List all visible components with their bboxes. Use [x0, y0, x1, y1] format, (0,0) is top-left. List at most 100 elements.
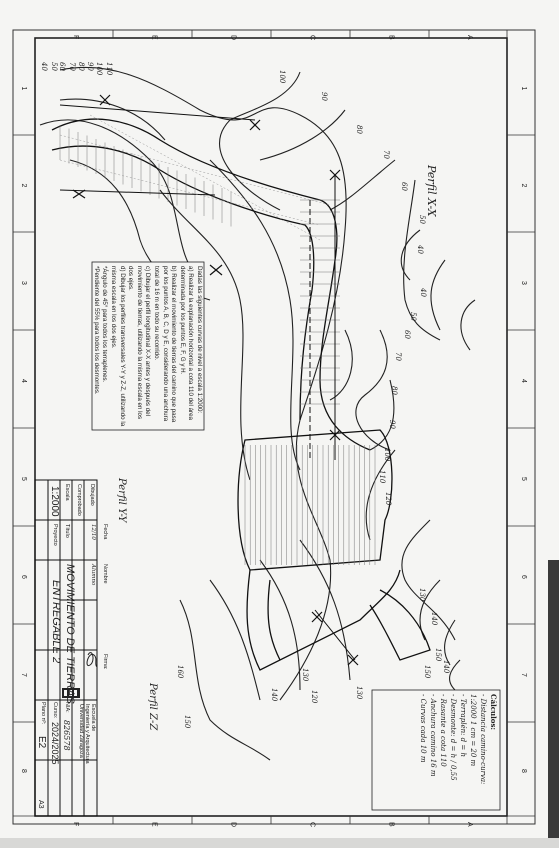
tb-name: Alumno	[90, 564, 96, 586]
contour-130	[419, 579, 441, 641]
tb-name-label: Nombre	[102, 564, 108, 584]
outer-frame	[12, 29, 536, 825]
contour-label: 50	[418, 215, 426, 224]
contour-90	[259, 109, 346, 161]
grid-column-label: 6	[20, 575, 27, 579]
grid-column-label: 5	[20, 477, 27, 481]
axis-yy-2	[59, 189, 216, 196]
grid-row-label: F	[72, 822, 79, 826]
grid-row-label: F	[72, 35, 79, 39]
tb-date-label: Fecha	[102, 524, 108, 540]
contour-label: 60	[58, 62, 66, 71]
contour-label: 80	[77, 62, 85, 71]
grid-column-label: 7	[520, 673, 527, 677]
calculations-text: Cálculos: - Distancia camino-curva: 1:20…	[418, 694, 498, 809]
contour-label: 40	[40, 61, 48, 71]
statement-note1: *Ángulo de 45° para todos los terraplene…	[101, 266, 109, 383]
contour-label: 150	[183, 715, 191, 729]
contour-label: 40	[419, 287, 427, 297]
statement-c: c) Dibujar el perfil longitudinal X-X an…	[127, 266, 152, 420]
tb-checked-label: Comprobado	[76, 484, 82, 516]
contour-150	[449, 659, 461, 691]
grid-ticks	[13, 30, 535, 824]
title-block-lines	[34, 479, 98, 817]
contour-label: 150	[423, 665, 431, 679]
calc-line: - Curvas cada 10 m	[419, 694, 427, 763]
contour-label: 60	[400, 182, 408, 191]
contour-label: 120	[310, 690, 318, 704]
contour-110	[59, 66, 347, 701]
statement-note2: *Pendiente del 55% para todos los desmon…	[92, 266, 100, 395]
contour-label: 130	[418, 588, 426, 602]
profile-xx-guides	[59, 114, 331, 241]
contour-label: 50	[50, 62, 58, 71]
grid-row-label: A	[466, 35, 473, 40]
calc-line: - Anchura camino 16 m	[429, 694, 437, 777]
profile-yy-title: Perfil Y-Y	[116, 478, 127, 523]
calc-line: 1:2000 1 cm = 20 m	[469, 694, 477, 767]
grid-column-label: 2	[520, 184, 527, 188]
tb-title: MOVIMIENTO DE TIERRAS	[64, 564, 76, 704]
grid-column-label: 7	[20, 673, 27, 677]
contour-label: 130	[301, 668, 309, 682]
tb-drawn-label: Dibujado	[89, 484, 95, 506]
tb-course-label: Curso:	[52, 702, 58, 719]
tb-sheet-size: A3	[37, 800, 44, 809]
contour-label: 80	[390, 386, 398, 395]
contour-80-b	[329, 329, 353, 401]
profile-zz-title: Perfil Z-Z	[147, 683, 158, 731]
contour-100-b	[365, 449, 396, 541]
tb-course: 2024/2025	[50, 722, 60, 765]
grid-column-label: 6	[520, 575, 527, 579]
tb-nia: 826578	[62, 720, 71, 751]
statement-intro: Dadas las siguientes curvas de nivel a e…	[196, 266, 203, 414]
contour-labels: 1101009080706050401009080706050404050607…	[40, 61, 450, 729]
contour-label: 80	[355, 125, 363, 134]
contour-label: 60	[403, 330, 411, 339]
contour-label: 140	[442, 660, 450, 674]
contour-label: 90	[388, 420, 396, 429]
profile-xx-title: Perfil X-X	[425, 165, 438, 217]
grid-row-label: B	[388, 35, 395, 40]
contour-label: 150	[434, 648, 442, 662]
grid-column-label: 3	[520, 281, 527, 285]
grid-column-label: 8	[520, 769, 527, 773]
grid-row-label: E	[151, 35, 158, 40]
road-lower	[246, 569, 401, 671]
contour-label: 40	[416, 244, 424, 254]
contour-label: 100	[278, 70, 286, 84]
contour-mid-1	[159, 189, 251, 481]
grid-column-label: 1	[520, 87, 527, 91]
section-markers	[72, 94, 359, 666]
calculations-box	[371, 689, 501, 811]
contour-70-b	[355, 329, 391, 451]
calc-line: - Terraplén: d = h	[459, 694, 467, 757]
tb-scale-label: Escala	[64, 484, 70, 501]
contour-90-b	[369, 379, 395, 451]
tb-scale: 1:2000	[49, 486, 60, 517]
profile-axes	[59, 104, 356, 661]
grid-row-label: A	[466, 822, 473, 827]
grid-row-label: E	[151, 822, 158, 827]
contour-label: 140	[270, 688, 278, 702]
contour-label: 50	[409, 312, 417, 321]
contour-bot-2	[209, 579, 261, 701]
contour-label: 90	[320, 92, 328, 101]
contour-label: 120	[384, 492, 392, 506]
contour-label: 90	[86, 62, 94, 71]
grid-row-label: D	[230, 822, 237, 827]
axis-zz	[314, 609, 356, 661]
tb-school-1: Escuela de	[90, 704, 96, 732]
grid-row-label: B	[388, 822, 395, 827]
grid-row-label: C	[309, 35, 316, 40]
statement-a: a) Realizar la explanación horizontal a …	[178, 266, 195, 420]
contour-bot-3	[259, 559, 301, 691]
contour-140	[444, 619, 456, 666]
tb-school-2: Ingeniería y Arquitectura	[84, 704, 90, 764]
tb-project: ENTREGABLE 2	[50, 580, 62, 664]
tb-signature-label: Firma:	[102, 654, 108, 670]
contour-label: 70	[68, 62, 76, 71]
contour-left-2	[59, 98, 166, 141]
